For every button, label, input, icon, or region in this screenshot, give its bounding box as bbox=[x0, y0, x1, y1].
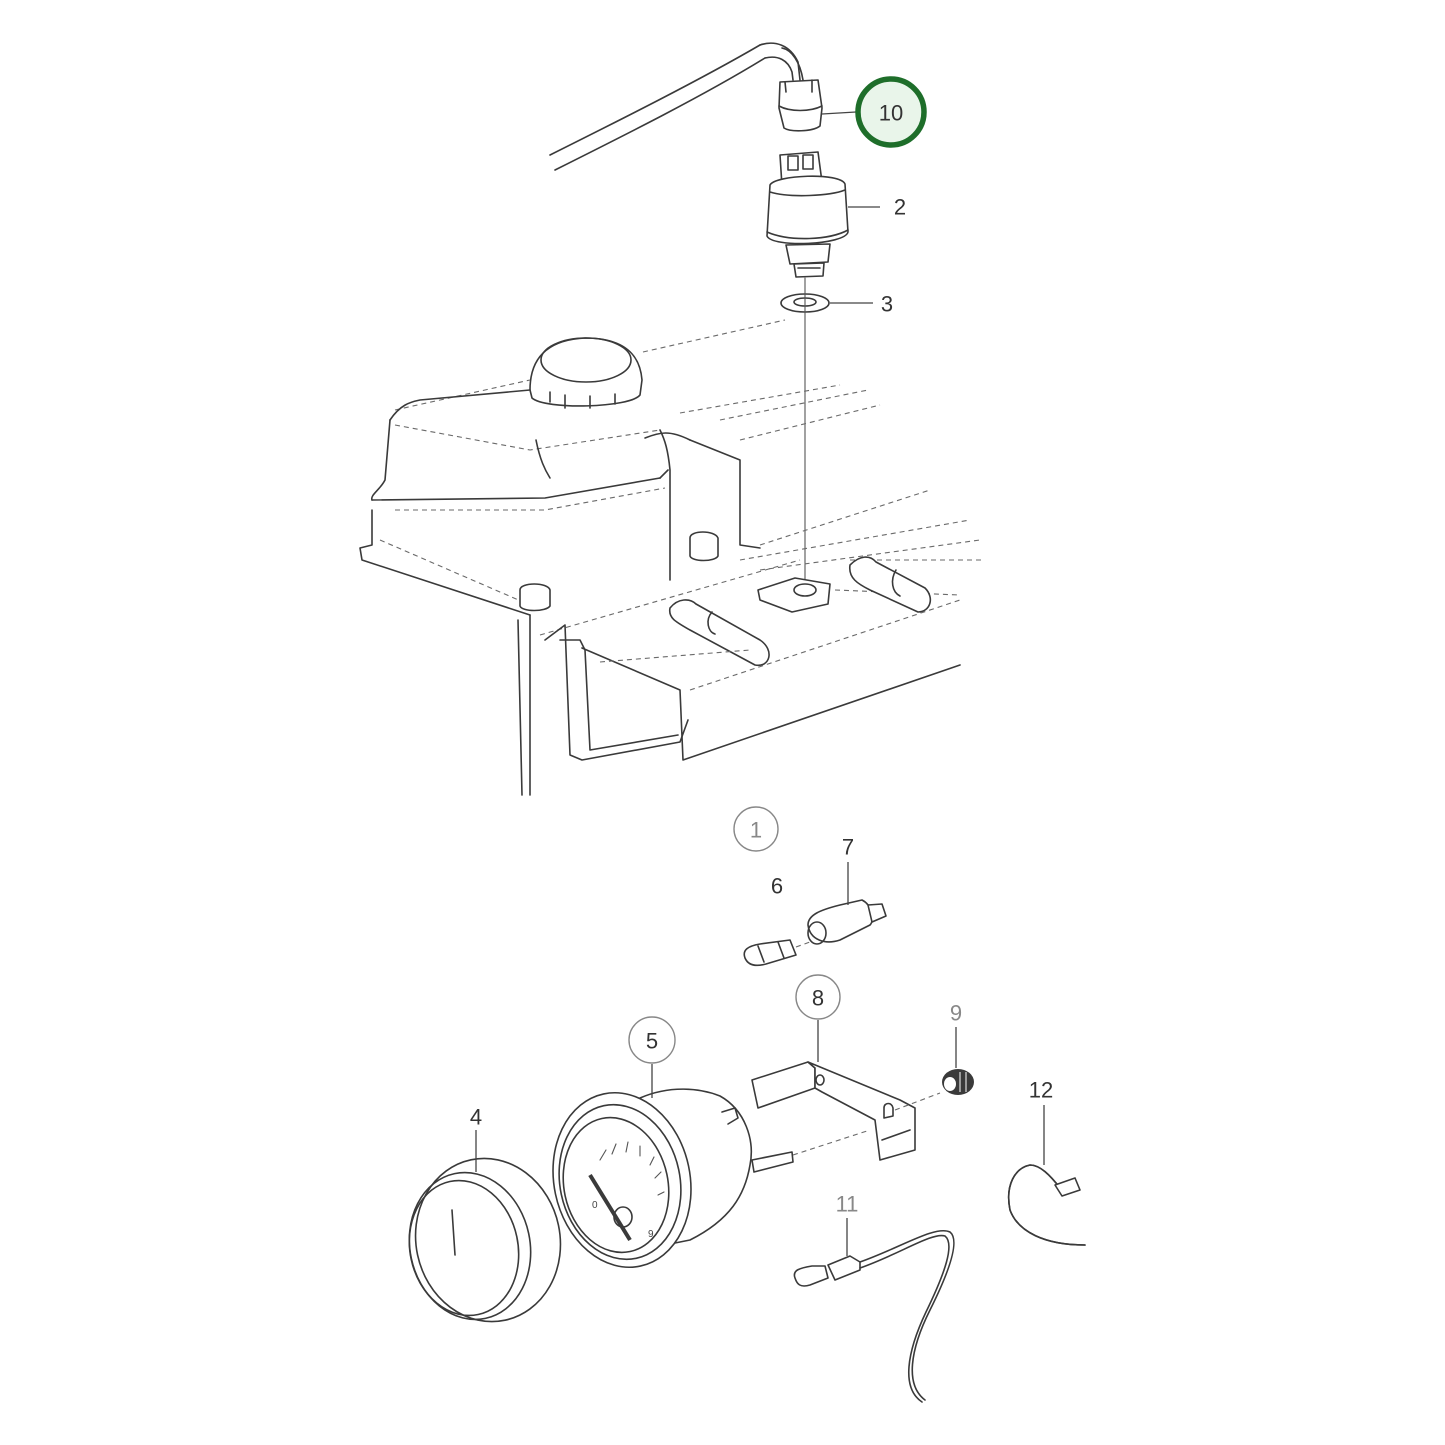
engine-block bbox=[359, 319, 985, 796]
oil-pressure-sender bbox=[766, 151, 849, 278]
bubble-icon bbox=[733, 806, 779, 852]
svg-text:8: 8 bbox=[812, 986, 824, 1011]
bubble-icon bbox=[795, 974, 841, 1020]
callout-1[interactable]: 1 bbox=[733, 806, 779, 852]
cable-with-terminal bbox=[793, 1230, 955, 1403]
svg-text:5: 5 bbox=[646, 1029, 658, 1054]
svg-text:7: 7 bbox=[842, 835, 854, 860]
callout-5[interactable]: 5 bbox=[628, 1016, 676, 1064]
leader-10 bbox=[821, 111, 857, 115]
callout-9[interactable]: 9 bbox=[950, 1001, 962, 1026]
connector-plug bbox=[778, 79, 823, 132]
svg-text:0: 0 bbox=[592, 1200, 598, 1211]
pressure-gauge: 0 9 bbox=[552, 1088, 794, 1269]
callout-7[interactable]: 7 bbox=[842, 835, 854, 860]
callout-3[interactable]: 3 bbox=[881, 292, 893, 317]
callout-8[interactable]: 8 bbox=[795, 974, 841, 1020]
bulb bbox=[743, 939, 797, 967]
svg-text:10: 10 bbox=[879, 101, 903, 126]
svg-text:12: 12 bbox=[1029, 1078, 1053, 1103]
highlight-bubble-icon bbox=[855, 76, 927, 148]
svg-text:1: 1 bbox=[750, 818, 762, 843]
bulb-holder bbox=[807, 899, 887, 945]
callout-6[interactable]: 6 bbox=[771, 874, 783, 899]
gauge-bezel-ring bbox=[408, 1157, 562, 1323]
svg-text:11: 11 bbox=[836, 1192, 859, 1217]
callout-4[interactable]: 4 bbox=[470, 1105, 482, 1130]
callout-12[interactable]: 12 bbox=[1029, 1078, 1053, 1103]
nut bbox=[942, 1069, 974, 1095]
svg-text:9: 9 bbox=[648, 1229, 654, 1240]
svg-text:3: 3 bbox=[881, 292, 893, 317]
callout-2[interactable]: 2 bbox=[894, 195, 906, 220]
svg-text:9: 9 bbox=[950, 1001, 962, 1026]
svg-text:2: 2 bbox=[894, 195, 906, 220]
cable-tie bbox=[1008, 1164, 1086, 1246]
callout-10[interactable]: 10 bbox=[855, 76, 927, 148]
callout-11[interactable]: 11 bbox=[836, 1192, 859, 1217]
mounting-bracket bbox=[751, 1061, 916, 1161]
svg-text:4: 4 bbox=[470, 1105, 482, 1130]
wiring-cable bbox=[549, 42, 804, 171]
svg-text:6: 6 bbox=[771, 874, 783, 899]
bubble-icon bbox=[628, 1016, 676, 1064]
